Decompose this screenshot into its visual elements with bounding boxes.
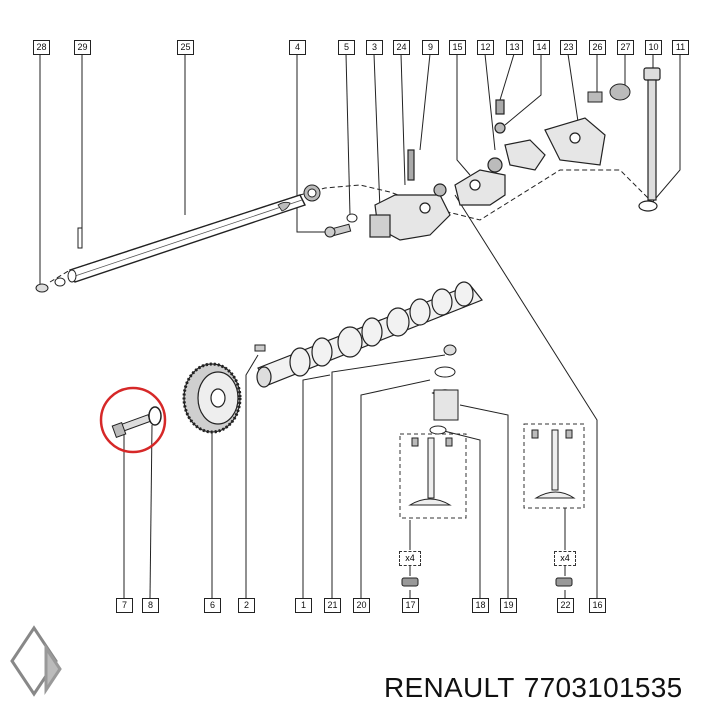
callout-12: 12 — [477, 40, 494, 55]
pulley-washer — [148, 406, 162, 426]
camshaft-pulley — [182, 362, 242, 434]
callout-18: 18 — [472, 598, 489, 613]
pulley-bolt — [111, 414, 152, 438]
callout-6: 6 — [204, 598, 221, 613]
callout-23: 23 — [560, 40, 577, 55]
valve-group-left-box — [399, 433, 467, 519]
valve-group-right-box — [523, 423, 585, 509]
callout-4: 4 — [289, 40, 306, 55]
callout-16: 16 — [589, 598, 606, 613]
callout-2: 2 — [238, 598, 255, 613]
woodruff-key — [254, 344, 266, 352]
callout-3: 3 — [366, 40, 383, 55]
adjuster-screw — [587, 83, 631, 103]
callout-10: 10 — [645, 40, 662, 55]
shaft-end-cap — [303, 184, 321, 202]
callout-14: 14 — [533, 40, 550, 55]
quantity-multiplier-right: x4 — [554, 551, 576, 566]
rocker-arm-center — [454, 157, 506, 206]
renault-logo — [10, 625, 62, 697]
callout-15: 15 — [449, 40, 466, 55]
callout-19: 19 — [500, 598, 517, 613]
callout-1: 1 — [295, 598, 312, 613]
callout-24: 24 — [393, 40, 410, 55]
valve-spring-assembly — [429, 344, 459, 435]
rocker-arm-right — [494, 99, 606, 171]
shaft-end-plug — [35, 227, 83, 293]
exhaust-valve — [531, 429, 576, 499]
callout-17: 17 — [402, 598, 419, 613]
callout-26: 26 — [589, 40, 606, 55]
part-caption: RENAULT 7703101535 — [384, 672, 691, 704]
part-number: 7703101535 — [523, 672, 683, 703]
callout-9: 9 — [422, 40, 439, 55]
callout-5: 5 — [338, 40, 355, 55]
camshaft — [256, 281, 483, 388]
brand-name: RENAULT — [384, 672, 515, 703]
rocker-shaft — [67, 194, 306, 283]
callout-28: 28 — [33, 40, 50, 55]
callout-11: 11 — [672, 40, 689, 55]
rocker-bolt — [324, 213, 358, 238]
callout-7: 7 — [116, 598, 133, 613]
callout-25: 25 — [177, 40, 194, 55]
highlight-circle — [99, 386, 167, 454]
rocker-arm-left — [369, 149, 451, 241]
callout-29: 29 — [74, 40, 91, 55]
callout-27: 27 — [617, 40, 634, 55]
callout-22: 22 — [557, 598, 574, 613]
callout-20: 20 — [353, 598, 370, 613]
callout-21: 21 — [324, 598, 341, 613]
cylinder-head-bolt — [638, 67, 661, 212]
callout-8: 8 — [142, 598, 159, 613]
intake-valve — [408, 437, 453, 506]
callout-13: 13 — [506, 40, 523, 55]
quantity-multiplier-left: x4 — [399, 551, 421, 566]
valve-seals — [401, 577, 573, 587]
